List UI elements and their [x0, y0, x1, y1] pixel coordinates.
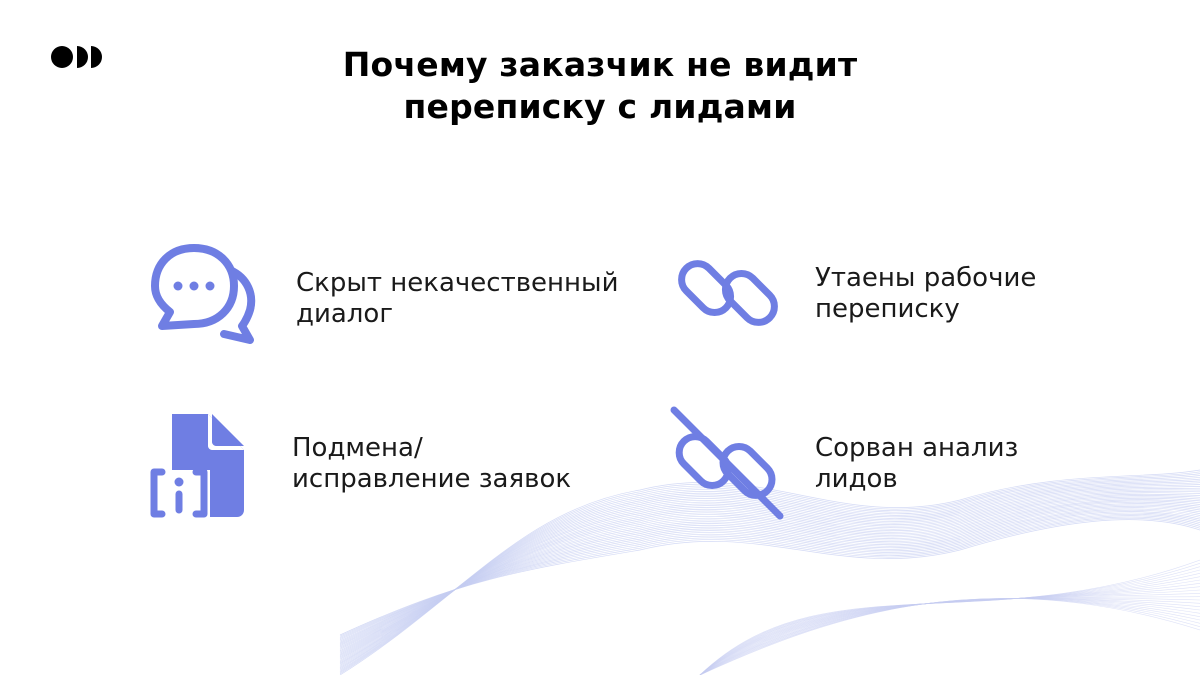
item-hidden-chats: Утаены рабочие переписку [815, 263, 1036, 325]
title-line-1: Почему заказчик не видит [342, 45, 858, 84]
item-hidden-chats-line-2: переписку [815, 294, 960, 324]
item-failed-analysis: Сорван анализ лидов [815, 433, 1018, 495]
item-hidden-dialog-line-2: диалог [296, 299, 393, 329]
item-hidden-dialog-line-1: Скрыт некачественный [296, 268, 619, 298]
logo [51, 46, 102, 68]
item-replaced-requests: Подмена/ исправление заявок [292, 433, 571, 495]
item-failed-analysis-line-2: лидов [815, 464, 898, 494]
document-info-icon [150, 414, 244, 518]
item-failed-analysis-line-1: Сорван анализ [815, 433, 1019, 463]
item-replaced-requests-line-2: исправление заявок [292, 464, 572, 494]
item-hidden-dialog: Скрыт некачественный диалог [296, 268, 618, 330]
chain-link-icon [678, 260, 778, 326]
page-title: Почему заказчик не видит переписку с лид… [250, 44, 950, 128]
title-line-2: переписку с лидами [403, 87, 797, 126]
item-replaced-requests-line-1: Подмена/ [292, 433, 423, 463]
broken-link-icon [670, 406, 784, 520]
item-hidden-chats-line-1: Утаены рабочие [815, 263, 1037, 293]
chat-bubbles-icon [151, 244, 256, 344]
